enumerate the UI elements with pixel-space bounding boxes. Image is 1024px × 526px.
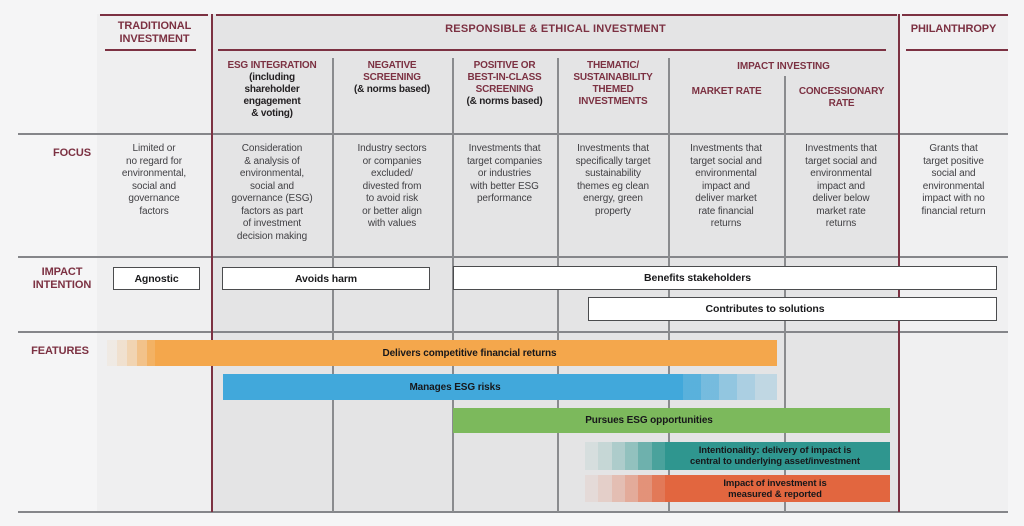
row-label-impact-intention: IMPACT INTENTION xyxy=(32,266,92,291)
divider-negative-positive xyxy=(452,58,454,512)
column-title: ESG INTEGRATION xyxy=(227,60,317,71)
column-header-thematic: THEMATIC/ SUSTAINABILITY THEMED INVESTME… xyxy=(558,60,668,108)
top-border-traditional xyxy=(100,14,208,16)
focus-traditional: Limited or no regard for environmental, … xyxy=(121,143,187,217)
divider-market-concessionary xyxy=(784,76,786,512)
column-header-negative-screening: NEGATIVE SCREENING (& norms based) xyxy=(333,60,451,96)
top-border-philanthropy xyxy=(902,14,1008,16)
row-line-bottom xyxy=(18,511,1008,513)
feature-bar-pursues-esg-opportunities: Pursues ESG opportunities xyxy=(453,408,890,433)
focus-esg-integration: Consideration & analysis of environmenta… xyxy=(231,143,313,242)
column-subtitle: (& norms based) xyxy=(466,96,543,107)
column-title: NEGATIVE SCREENING xyxy=(363,60,421,83)
group-header-philanthropy: PHILANTHROPY xyxy=(910,23,997,35)
feature-bar-financial-returns: Delivers competitive financial returns xyxy=(107,340,777,366)
focus-concessionary-rate: Investments that target social and envir… xyxy=(805,143,877,229)
feature-bar-intentionality: Intentionality: delivery of impact is ce… xyxy=(585,442,890,470)
column-title: MARKET RATE xyxy=(691,86,762,97)
row-label-features: FEATURES xyxy=(31,345,89,357)
focus-philanthropy: Grants that target positive social and e… xyxy=(921,143,986,217)
top-border-responsible xyxy=(216,14,897,16)
philanthropy-column-background xyxy=(899,14,1008,512)
intention-box-benefits-stakeholders: Benefits stakeholders xyxy=(453,266,997,290)
row-line-intention-top xyxy=(18,256,1008,258)
column-header-market-rate: MARKET RATE xyxy=(669,86,784,98)
group-header-responsible: RESPONSIBLE & ETHICAL INVESTMENT xyxy=(445,23,666,35)
column-subtitle: (including shareholder engagement & voti… xyxy=(243,72,301,119)
intention-box-avoids-harm: Avoids harm xyxy=(222,267,430,290)
column-header-positive-screening: POSITIVE OR BEST-IN-CLASS SCREENING (& n… xyxy=(453,60,556,108)
row-line-focus-top xyxy=(18,133,1008,135)
intention-box-agnostic: Agnostic xyxy=(113,267,200,290)
column-header-esg-integration: ESG INTEGRATION (including shareholder e… xyxy=(213,60,331,120)
intention-box-contributes-to-solutions: Contributes to solutions xyxy=(588,297,997,321)
column-subtitle: (& norms based) xyxy=(354,84,430,95)
row-line-features-top xyxy=(18,331,1008,333)
group-header-traditional: TRADITIONAL INVESTMENT xyxy=(117,20,192,45)
feature-bar-impact-measured: Impact of investment is measured & repor… xyxy=(585,475,890,502)
row-label-focus: FOCUS xyxy=(52,147,91,159)
underline-responsible xyxy=(218,49,886,51)
traditional-column-background xyxy=(97,14,212,512)
focus-thematic: Investments that specifically target sus… xyxy=(575,143,651,217)
focus-positive-screening: Investments that target companies or ind… xyxy=(466,143,543,204)
underline-philanthropy xyxy=(906,49,1008,51)
group-header-impact-investing: IMPACT INVESTING xyxy=(737,61,830,72)
column-title: POSITIVE OR BEST-IN-CLASS SCREENING xyxy=(467,60,542,95)
feature-bar-manages-esg-risks: Manages ESG risks xyxy=(223,374,777,400)
column-title: CONCESSIONARY RATE xyxy=(798,86,885,109)
divider-traditional-responsible xyxy=(211,14,213,512)
underline-traditional xyxy=(105,49,196,51)
focus-negative-screening: Industry sectors or companies excluded/ … xyxy=(357,143,427,229)
column-header-concessionary-rate: CONCESSIONARY RATE xyxy=(785,86,898,110)
column-title: THEMATIC/ SUSTAINABILITY THEMED INVESTME… xyxy=(573,60,653,107)
focus-market-rate: Investments that target social and envir… xyxy=(690,143,762,229)
divider-responsible-philanthropy xyxy=(898,14,900,512)
